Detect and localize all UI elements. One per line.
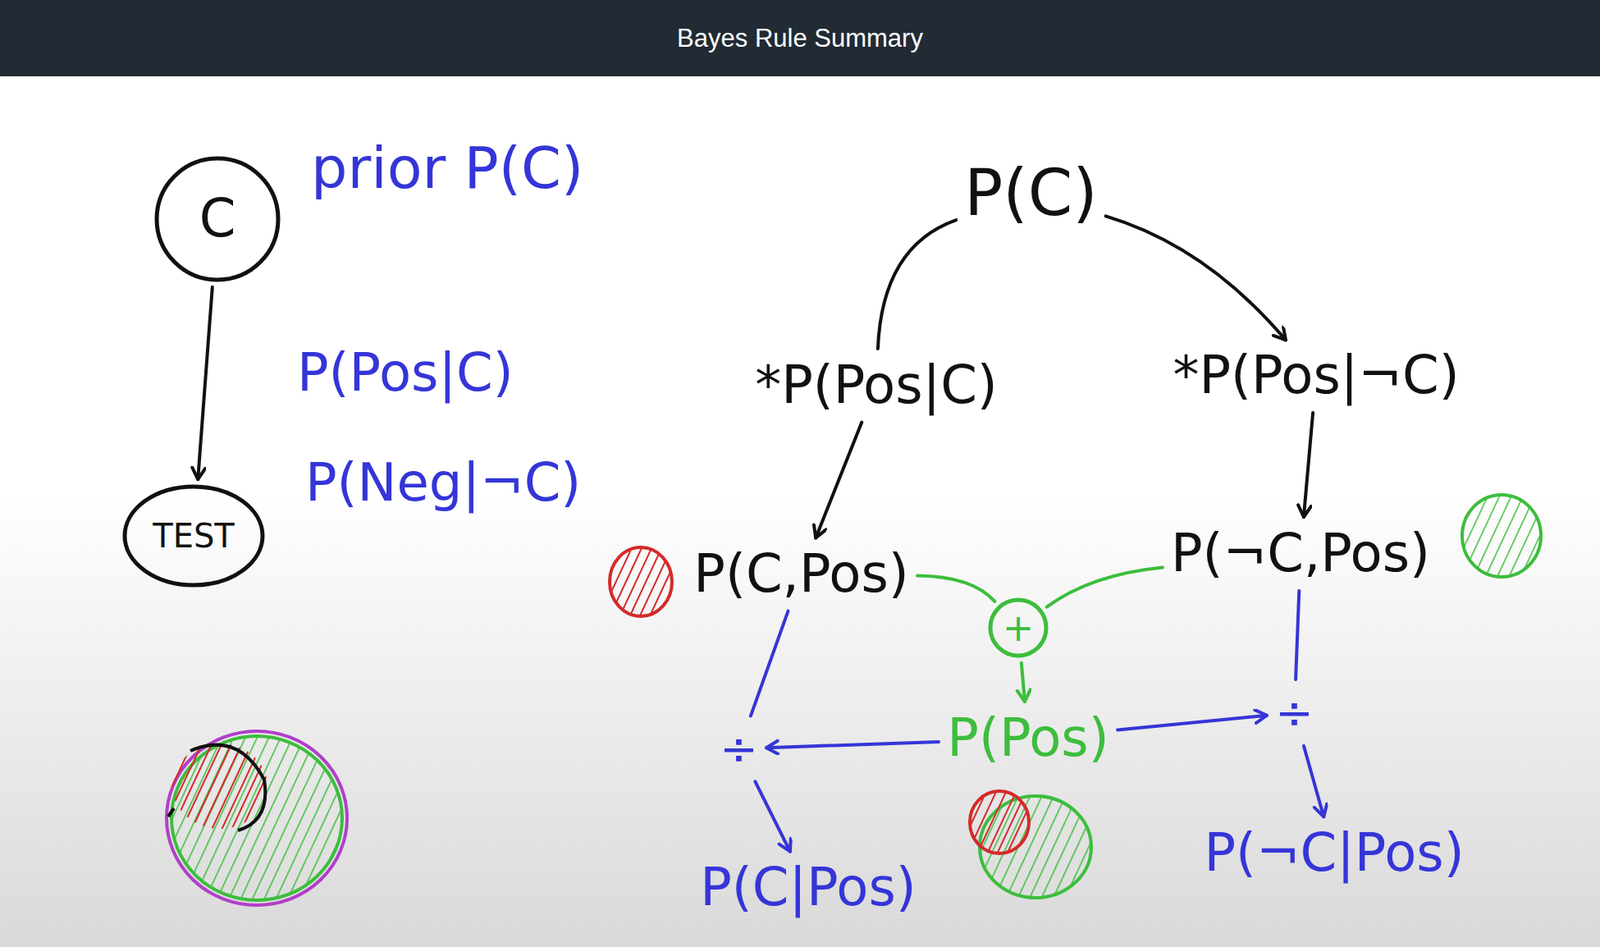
posterior-term: P(¬C|Pos) [1200, 821, 1468, 886]
connector [917, 575, 995, 602]
node-text: *P(Pos|C) [754, 355, 998, 416]
joint-term: P(¬C,Pos) [1167, 521, 1434, 586]
node-text: P(C,Pos) [693, 544, 909, 605]
circle-outline [124, 486, 263, 586]
node-text: TEST [152, 516, 235, 555]
node-text: ÷ [1275, 685, 1314, 739]
connector [1303, 745, 1324, 817]
node-text: + [1002, 606, 1035, 650]
connector [754, 781, 791, 851]
purple-outline [166, 731, 348, 906]
connector [197, 287, 213, 480]
node-text: P(¬C,Pos) [1170, 523, 1431, 585]
connector [1046, 567, 1163, 608]
evidence-term: P(Pos) [943, 706, 1113, 771]
test-circle: TEST [122, 484, 266, 588]
connector [1106, 215, 1286, 340]
node-text: P(C|Pos) [699, 857, 917, 919]
cause-circle: C [154, 155, 281, 283]
divide-sign: ÷ [1271, 684, 1317, 741]
node-text: P(Pos) [946, 708, 1109, 769]
connector [1303, 412, 1313, 517]
circle-outline [156, 158, 279, 280]
prior-label: prior P(C) [310, 135, 584, 202]
red-hatch-mark [609, 547, 672, 617]
divide-sign: ÷ [716, 720, 762, 778]
black-outline-arc [190, 745, 266, 831]
sum-circle: + [987, 597, 1049, 659]
joint-term: P(C,Pos) [690, 542, 913, 607]
node-text: ÷ [719, 722, 759, 775]
node-text: P(C) [964, 156, 1098, 231]
connector [877, 219, 956, 349]
green-venn-circle [171, 736, 343, 901]
node-text: C [199, 188, 237, 250]
likelihood-label: P(Pos|C) [297, 342, 514, 404]
likelihood-term: *P(Pos|¬C) [1169, 343, 1463, 408]
connector [750, 611, 789, 717]
green-hatch-mark [1462, 494, 1541, 577]
connector [815, 422, 862, 539]
red-venn-circle [172, 743, 268, 829]
likelihood-label: P(Neg|¬C) [305, 452, 581, 514]
posterior-term: P(C|Pos) [696, 855, 920, 920]
node-text: *P(Pos|¬C) [1172, 345, 1459, 407]
red-venn-circle [969, 790, 1029, 854]
page-title: Bayes Rule Summary [0, 0, 1600, 77]
black-outline-tick [168, 808, 174, 817]
likelihood-term: *P(Pos|C) [751, 353, 1002, 418]
circle-outline [990, 599, 1047, 656]
node-text: P(¬C|Pos) [1203, 822, 1464, 884]
prior-term: P(C) [960, 155, 1102, 233]
connector [766, 741, 939, 748]
connector [1021, 662, 1025, 702]
connector [1295, 590, 1299, 680]
connector [1117, 715, 1267, 731]
